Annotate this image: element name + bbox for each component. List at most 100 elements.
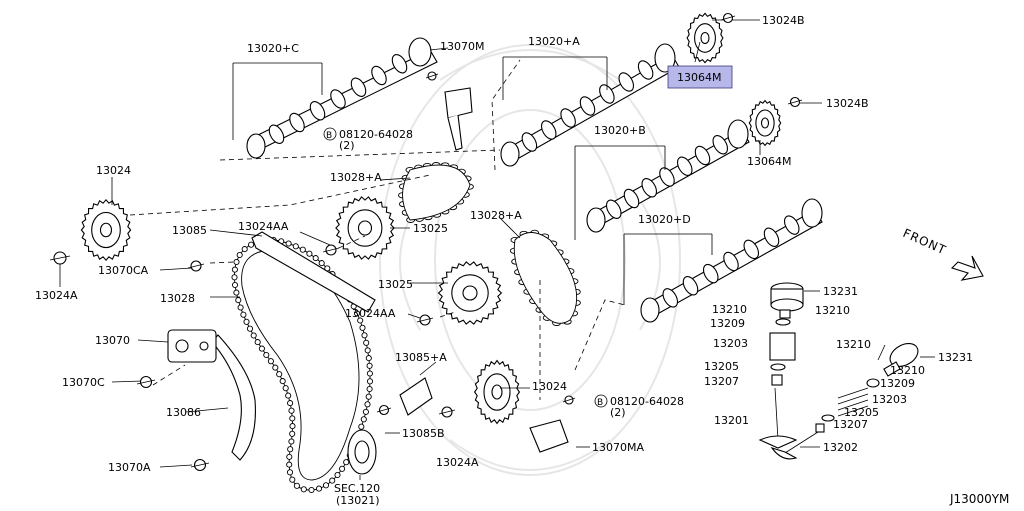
label-13201[interactable]: 13201 [714, 414, 749, 427]
svg-text:B: B [326, 131, 332, 141]
label-13020d[interactable]: 13020+D [638, 213, 691, 226]
label-13210-a[interactable]: 13210 [712, 303, 747, 316]
label-13210-c[interactable]: 13210 [836, 338, 871, 351]
cam-lobe [694, 145, 711, 166]
front-arrow: FRONT [901, 226, 984, 281]
chain-guide-13085a[interactable] [399, 377, 433, 416]
secondary-chain-13028a-lower[interactable] [513, 232, 578, 324]
secondary-chain-13028a-upper[interactable] [402, 164, 471, 221]
label-13202[interactable]: 13202 [823, 441, 858, 454]
label-13203-a[interactable]: 13203 [713, 337, 748, 350]
bolt-13024a[interactable] [49, 251, 71, 265]
label-bolt-top[interactable]: 08120-64028 [339, 128, 413, 141]
cam-lobe [641, 178, 658, 198]
sprocket-13025-upper[interactable] [335, 196, 395, 260]
label-13024b-top[interactable]: 13024B [762, 14, 805, 27]
bolt-13024aa-mid[interactable] [416, 314, 434, 326]
sprocket-13024-lower[interactable] [473, 359, 521, 425]
bolt-08120-bot[interactable] [562, 395, 576, 405]
label-13024[interactable]: 13024 [96, 164, 131, 177]
leader-lines [59, 19, 935, 480]
label-13028a-mid[interactable]: 13028+A [470, 209, 522, 222]
label-13203-b[interactable]: 13203 [872, 393, 907, 406]
phaser-13064m-top[interactable] [686, 12, 724, 64]
cam-lobe [605, 199, 622, 219]
label-13231-top[interactable]: 13231 [823, 285, 858, 298]
bolt-13024a-bot[interactable] [438, 406, 456, 418]
label-13207-a[interactable]: 13207 [704, 375, 739, 388]
label-13231-bot[interactable]: 13231 [938, 351, 973, 364]
cam-lobe [540, 120, 557, 140]
label-bolt-bot-qty: (2) [610, 406, 626, 419]
cam-lobe [659, 167, 675, 187]
svg-text:B: B [597, 398, 603, 408]
label-13024aa-top[interactable]: 13024AA [238, 220, 289, 233]
bolt-13070a[interactable] [190, 458, 210, 472]
label-13209-b[interactable]: 13209 [880, 377, 915, 390]
label-bolt-top-qty: (2) [339, 139, 355, 152]
tensioner-arm-13086[interactable] [211, 334, 256, 461]
cap-13024b-top[interactable] [720, 12, 736, 24]
label-13205-b[interactable]: 13205 [844, 406, 879, 419]
label-13024a[interactable]: 13024A [35, 289, 78, 302]
label-13024aa-mid[interactable]: 13024AA [345, 307, 396, 320]
cap-13024b-mid[interactable] [787, 96, 803, 108]
sprocket-13024[interactable] [80, 198, 132, 262]
cam-lobe [637, 60, 654, 80]
label-13025-mid[interactable]: 13025 [378, 278, 413, 291]
bolt-13085b[interactable] [376, 404, 392, 416]
cam-lobe [309, 101, 326, 121]
bolt-13024aa-top[interactable] [322, 244, 340, 256]
chain-guide-13085[interactable] [251, 231, 376, 313]
bolt-13070ca[interactable] [187, 260, 205, 272]
label-13064m-top[interactable]: 13064M [677, 71, 721, 84]
label-13209-a[interactable]: 13209 [710, 317, 745, 330]
label-13085a[interactable]: 13085+A [395, 351, 447, 364]
cam-lobe [623, 188, 640, 209]
cam-lobe [763, 227, 780, 247]
label-13024b-mid[interactable]: 13024B [826, 97, 869, 110]
bolt-08120-top[interactable] [425, 71, 439, 81]
label-13028a-top[interactable]: 13028+A [330, 171, 382, 184]
label-13020c[interactable]: 13020+C [247, 42, 299, 55]
cam-lobe [371, 65, 387, 86]
label-13085[interactable]: 13085 [172, 224, 207, 237]
label-13070c[interactable]: 13070C [62, 376, 105, 389]
cam-lobe [702, 263, 719, 284]
label-13070ca[interactable]: 13070CA [98, 264, 149, 277]
label-13025-top[interactable]: 13025 [413, 222, 448, 235]
label-13207-b[interactable]: 13207 [833, 418, 868, 431]
bolt-13070c[interactable] [136, 375, 156, 389]
label-13064m-mid[interactable]: 13064M [747, 155, 791, 168]
label-13070m[interactable]: 13070M [440, 40, 484, 53]
label-13024-bot[interactable]: 13024 [532, 380, 567, 393]
label-13070ma[interactable]: 13070MA [592, 441, 644, 454]
cam-lobe [330, 89, 346, 109]
valve-train-upper[interactable] [758, 282, 804, 449]
sprocket-13025-lower[interactable] [437, 261, 503, 325]
bolts [49, 12, 803, 472]
label-13070a[interactable]: 13070A [108, 461, 151, 474]
label-13020a[interactable]: 13020+A [528, 35, 580, 48]
label-13205-a[interactable]: 13205 [704, 360, 739, 373]
solenoid-13070m[interactable] [444, 87, 473, 151]
watermark-emblem [379, 44, 681, 476]
label-13085b[interactable]: 13085B [402, 427, 445, 440]
valve-train-lower[interactable] [770, 339, 922, 460]
chain-tensioner-13070[interactable] [167, 329, 217, 363]
label-sec120[interactable]: SEC.120 [334, 482, 380, 495]
cam-lobe [712, 135, 729, 155]
label-13020b[interactable]: 13020+B [594, 124, 646, 137]
solenoid-13070ma[interactable] [529, 419, 569, 453]
label-bolt-bot[interactable]: 08120-64028 [610, 395, 684, 408]
label-13024a-bot[interactable]: 13024A [436, 456, 479, 469]
label-13070[interactable]: 13070 [95, 334, 130, 347]
label-13028[interactable]: 13028 [160, 292, 195, 305]
phaser-13064m-mid[interactable] [748, 99, 782, 147]
label-13210-b[interactable]: 13210 [815, 304, 850, 317]
label-13086[interactable]: 13086 [166, 406, 201, 419]
label-13210-d[interactable]: 13210 [890, 364, 925, 377]
timing-chain-13028[interactable] [234, 239, 371, 491]
